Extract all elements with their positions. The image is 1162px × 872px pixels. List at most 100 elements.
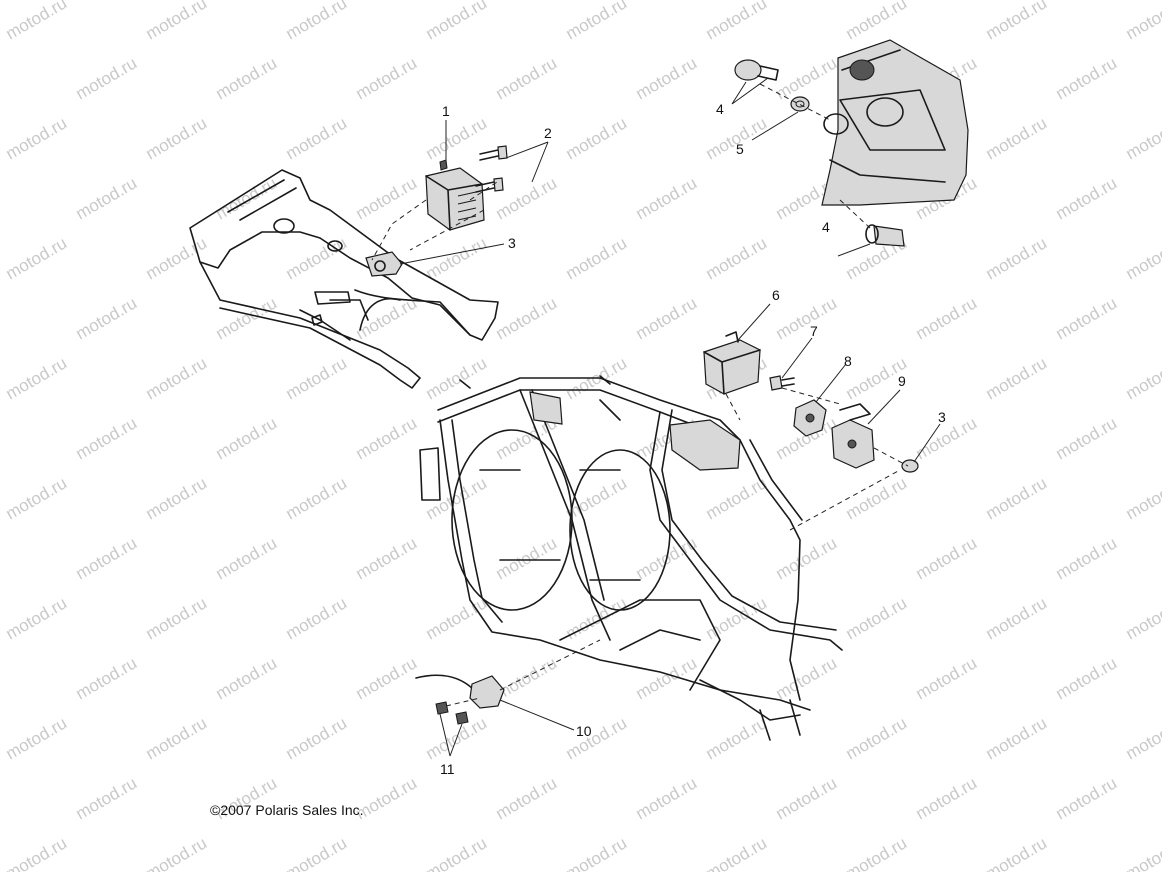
watermark-text: motod.ru — [913, 773, 981, 823]
watermark-text: motod.ru — [73, 293, 141, 343]
watermark-text: motod.ru — [983, 713, 1051, 763]
watermark-text: motod.ru — [3, 0, 71, 43]
callout-5: 5 — [736, 141, 744, 157]
leader-lines — [399, 77, 941, 757]
watermark-text: motod.ru — [493, 293, 561, 343]
watermark-text: motod.ru — [493, 53, 561, 103]
watermark-text: motod.ru — [843, 473, 911, 523]
callout-4-top: 4 — [716, 101, 724, 117]
watermark-text: motod.ru — [213, 533, 281, 583]
watermark-text: motod.ru — [1053, 653, 1121, 703]
watermark-text: motod.ru — [353, 533, 421, 583]
watermark-text: motod.ru — [633, 653, 701, 703]
watermark-text: motod.ru — [983, 593, 1051, 643]
watermark-text: motod.ru — [913, 413, 981, 463]
watermark-text: motod.ru — [493, 773, 561, 823]
watermark-text: motod.ru — [73, 773, 141, 823]
watermark-text: motod.ru — [283, 713, 351, 763]
watermark-text: motod.ru — [563, 233, 631, 283]
watermark-text: motod.ru — [3, 593, 71, 643]
watermark-text: motod.ru — [3, 713, 71, 763]
callout-7: 7 — [810, 323, 818, 339]
callout-3-right: 3 — [938, 409, 946, 425]
watermark-text: motod.ru — [423, 833, 491, 872]
watermark-text: motod.ru — [143, 713, 211, 763]
watermark-text: motod.ru — [493, 653, 561, 703]
watermark-text: motod.ru — [563, 713, 631, 763]
callout-2: 2 — [544, 125, 552, 141]
watermark-text: motod.ru — [983, 0, 1051, 43]
watermark-text: motod.ru — [1053, 413, 1121, 463]
copyright-notice: ©2007 Polaris Sales Inc. — [210, 802, 364, 818]
watermark-text: motod.ru — [773, 293, 841, 343]
watermark-text: motod.ru — [423, 113, 491, 163]
watermark-text: motod.ru — [633, 773, 701, 823]
callout-10: 10 — [576, 723, 592, 739]
watermark-text: motod.ru — [283, 233, 351, 283]
watermark-text: motod.ru — [1123, 0, 1162, 43]
part-10-sensor — [415, 674, 505, 709]
watermark-text: motod.ru — [633, 173, 701, 223]
watermark-text: motod.ru — [283, 593, 351, 643]
watermark-text: motod.ru — [283, 353, 351, 403]
part-1-module — [425, 159, 485, 231]
watermark-text: motod.ru — [353, 53, 421, 103]
watermark-text: motod.ru — [773, 653, 841, 703]
watermark-text: motod.ru — [1123, 353, 1162, 403]
part-3-nut — [901, 459, 919, 473]
part-4-bulb-bottom — [865, 224, 905, 247]
watermark-text: motod.ru — [143, 233, 211, 283]
watermark-text: motod.ru — [1123, 473, 1162, 523]
watermark-text: motod.ru — [423, 353, 491, 403]
watermark-text: motod.ru — [773, 773, 841, 823]
watermark-text: motod.ru — [633, 53, 701, 103]
watermark-text: motod.ru — [353, 173, 421, 223]
watermark-text: motod.ru — [843, 833, 911, 872]
part-8-plate — [793, 399, 827, 437]
watermark-text: motod.ru — [1053, 53, 1121, 103]
watermark-text: motod.ru — [143, 833, 211, 872]
assembly-dash-lines — [371, 83, 909, 707]
watermark-text: motod.ru — [213, 653, 281, 703]
watermark-text: motod.ru — [423, 0, 491, 43]
watermark-text: motod.ru — [73, 653, 141, 703]
part-5-ring — [790, 96, 810, 112]
watermark-text: motod.ru — [283, 113, 351, 163]
watermark-text: motod.ru — [493, 533, 561, 583]
watermark-text: motod.ru — [423, 593, 491, 643]
callout-3-left: 3 — [508, 235, 516, 251]
watermark-text: motod.ru — [983, 833, 1051, 872]
part-9-bracket — [831, 403, 875, 469]
watermark-text: motod.ru — [703, 233, 771, 283]
watermark-text: motod.ru — [983, 113, 1051, 163]
part-4-bulb-top — [734, 59, 779, 81]
watermark-text: motod.ru — [283, 473, 351, 523]
callout-11: 11 — [440, 761, 455, 777]
watermark-text: motod.ru — [143, 113, 211, 163]
watermark-text: motod.ru — [1123, 833, 1162, 872]
watermark-text: motod.ru — [423, 473, 491, 523]
part-7-bolt — [769, 375, 795, 391]
watermark-text: motod.ru — [983, 233, 1051, 283]
part-2-bolts — [475, 145, 508, 193]
watermark-text: motod.ru — [283, 0, 351, 43]
watermark-text: motod.ru — [773, 53, 841, 103]
watermark-text: motod.ru — [703, 593, 771, 643]
watermark-text: motod.ru — [1053, 293, 1121, 343]
part-11-fasteners — [435, 701, 469, 725]
headlight-pod — [821, 39, 969, 206]
watermark-text: motod.ru — [1053, 173, 1121, 223]
watermark-text: motod.ru — [563, 833, 631, 872]
watermark-text: motod.ru — [3, 233, 71, 283]
watermark-text: motod.ru — [1123, 113, 1162, 163]
watermark-text: motod.ru — [143, 593, 211, 643]
callout-9: 9 — [898, 373, 906, 389]
watermark-text: motod.ru — [703, 833, 771, 872]
watermark-text: motod.ru — [1123, 233, 1162, 283]
watermark-text: motod.ru — [913, 293, 981, 343]
callout-1: 1 — [442, 103, 450, 119]
main-frame — [419, 375, 843, 741]
watermark-text: motod.ru — [703, 0, 771, 43]
